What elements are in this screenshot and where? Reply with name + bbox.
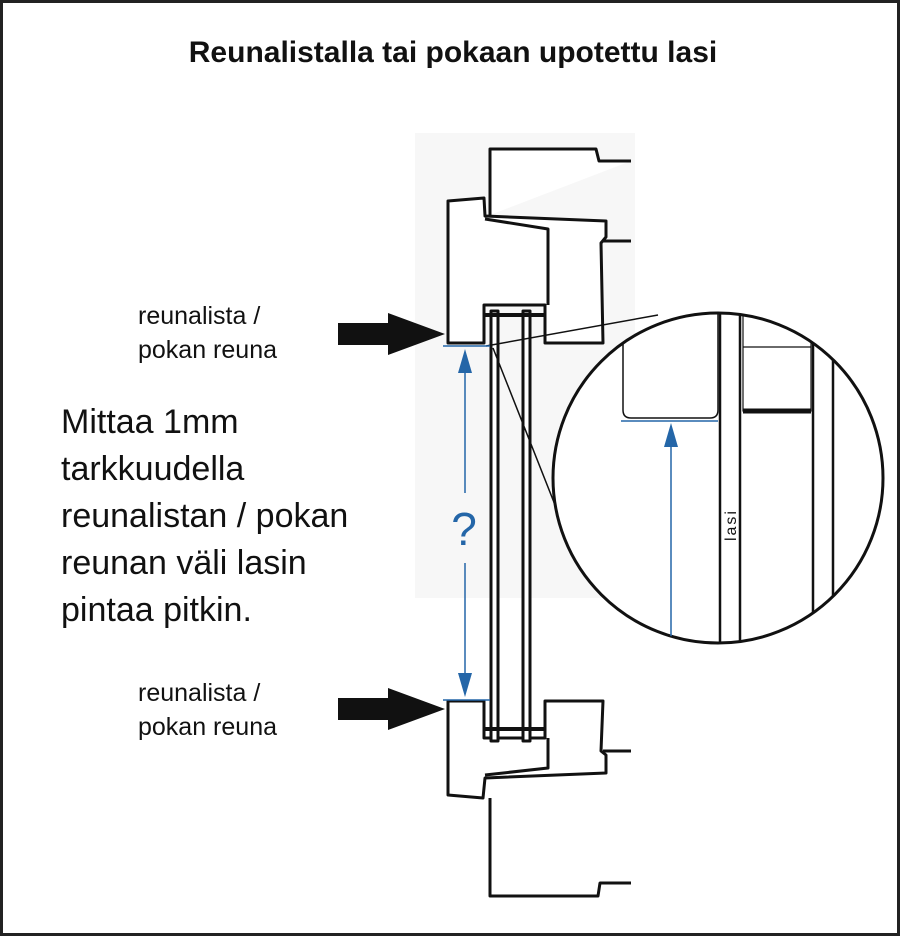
- bottom-sash-inner: [484, 738, 550, 777]
- top-sash-inner: [484, 217, 550, 305]
- glass-pane-left: [489, 309, 500, 743]
- top-pointer-arrow: [338, 313, 445, 355]
- instruction-line: pintaa pitkin.: [61, 591, 252, 629]
- zoom-lines: [485, 314, 659, 516]
- top-label-line-2: pokan reuna: [138, 336, 278, 364]
- instruction-text: Mittaa 1mm tarkkuudella reunalistan / po…: [61, 399, 348, 634]
- glass-pane-right: [521, 309, 532, 743]
- window-section-drawing: lasi ?: [338, 133, 885, 898]
- top-outer-frame: [488, 147, 631, 215]
- bottom-pointer-arrow: [338, 688, 445, 730]
- instruction-line: Mittaa 1mm: [61, 403, 239, 441]
- detail-sash-edge: [622, 313, 719, 419]
- top-edge-label: reunalista / pokan reuna: [138, 299, 277, 367]
- bottom-outer-frame: [488, 798, 631, 898]
- instruction-line: reunalistan / pokan: [61, 497, 349, 535]
- unknown-measurement-symbol: ?: [451, 503, 477, 555]
- top-sash: [446, 196, 608, 345]
- instruction-line: tarkkuudella: [61, 450, 245, 488]
- bottom-label-line-1: reunalista /: [138, 679, 261, 707]
- bottom-label-line-2: pokan reuna: [138, 713, 278, 741]
- top-label-line-1: reunalista /: [138, 302, 261, 330]
- measurement-arrow: [443, 345, 490, 701]
- glass-spacer: [484, 313, 545, 731]
- diagram-title: Reunalistalla tai pokaan upotettu lasi: [188, 36, 718, 69]
- bottom-edge-label: reunalista / pokan reuna: [138, 676, 277, 744]
- instruction-line: reunan väli lasin: [61, 544, 307, 582]
- glass-label: lasi: [723, 509, 740, 541]
